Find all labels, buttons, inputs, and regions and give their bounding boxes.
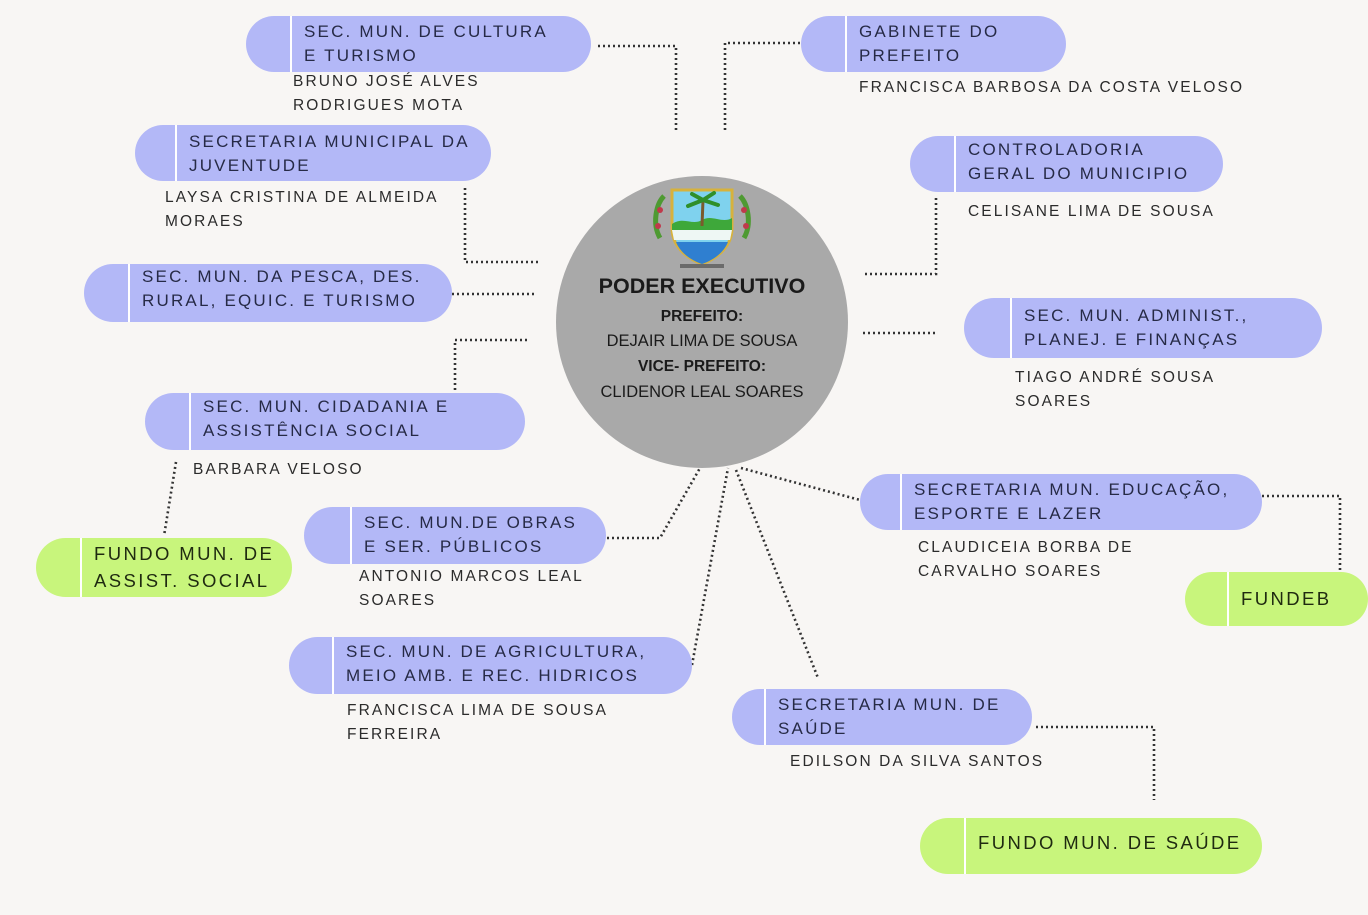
pill-label: SECRETARIA MUN. DE SAÚDE (778, 695, 1001, 738)
pill-label: SEC. MUN. ADMINIST., PLANEJ. E FINANÇAS (1024, 306, 1249, 349)
pill-secretaria-saude: SECRETARIA MUN. DE SAÚDE (732, 689, 1032, 745)
pill-secretaria-agricultura-meio-ambiente: SEC. MUN. DE AGRICULTURA, MEIO AMB. E RE… (289, 637, 692, 694)
head-secretaria-juventude: LAYSA CRISTINA DE ALMEIDA MORAES (165, 189, 439, 230)
vice-mayor-label: VICE- PREFEITO: (637, 358, 767, 375)
municipal-coat-of-arms-icon (653, 188, 751, 268)
head-secretaria-cidadania-assistencia: BARBARA VELOSO (193, 461, 364, 478)
pill-label: SEC. MUN.DE OBRAS E SER. PÚBLICOS (364, 513, 578, 556)
connector-juventude (463, 188, 540, 264)
head-secretaria-saude: EDILSON DA SILVA SANTOS (790, 753, 1045, 770)
pill-secretaria-juventude: SECRETARIA MUNICIPAL DA JUVENTUDE (135, 125, 491, 181)
pill-label: GABINETE DO PREFEITO (859, 22, 1000, 65)
pill-secretaria-cidadania-assistencia: SEC. MUN. CIDADANIA E ASSISTÊNCIA SOCIAL (145, 393, 525, 450)
pill-secretaria-pesca-rural: SEC. MUN. DA PESCA, DES. RURAL, EQUIC. E… (84, 264, 452, 322)
pill-secretaria-educacao-esporte: SECRETARIA MUN. EDUCAÇÃO, ESPORTE E LAZE… (860, 474, 1262, 530)
pill-fundo-assistencia-social: FUNDO MUN. DE ASSIST. SOCIAL (36, 538, 292, 597)
pill-label: FUNDEB (1241, 588, 1332, 609)
connector-saude (734, 469, 820, 679)
vice-mayor-name: CLIDENOR LEAL SOARES (600, 383, 804, 401)
pill-fundo-saude: FUNDO MUN. DE SAÚDE (920, 818, 1262, 874)
pill-label: SEC. MUN. DE CULTURA E TURISMO (304, 22, 548, 65)
pill-secretaria-cultura-turismo: SEC. MUN. DE CULTURA E TURISMO (246, 16, 591, 72)
pill-label: FUNDO MUN. DE ASSIST. SOCIAL (94, 543, 275, 591)
center-title: PODER EXECUTIVO (598, 274, 806, 298)
head-secretaria-obras-servicos: ANTONIO MARCOS LEAL SOARES (359, 568, 584, 609)
head-secretaria-cultura-turismo: BRUNO JOSÉ ALVES RODRIGUES MOTA (293, 73, 480, 114)
mayor-name: DEJAIR LIMA DE SOUSA (606, 332, 798, 350)
pill-label: SECRETARIA MUNICIPAL DA JUVENTUDE (189, 132, 470, 175)
connector-obras (607, 467, 702, 540)
connector-educacao (740, 466, 861, 502)
pill-gabinete-prefeito: GABINETE DO PREFEITO (801, 16, 1066, 72)
pill-controladoria-geral: CONTROLADORIA GERAL DO MUNICIPIO (910, 136, 1223, 192)
head-secretaria-agricultura-meio-ambiente: FRANCISCA LIMA DE SOUSA FERREIRA (347, 702, 609, 743)
head-secretaria-administracao-financas: TIAGO ANDRÉ SOUSA SOARES (1015, 369, 1216, 410)
pill-label: SEC. MUN. DE AGRICULTURA, MEIO AMB. E RE… (346, 642, 647, 685)
connector-fundeb (1262, 494, 1342, 570)
connector-gabinete (723, 41, 800, 132)
pill-label: FUNDO MUN. DE SAÚDE (978, 832, 1242, 853)
head-secretaria-educacao-esporte: CLAUDICEIA BORBA DE CARVALHO SOARES (918, 539, 1134, 580)
pill-fundeb: FUNDEB (1185, 572, 1368, 626)
connector-assist-fund (162, 461, 178, 537)
connector-agricultura (690, 467, 730, 666)
pill-label: SECRETARIA MUN. EDUCAÇÃO, ESPORTE E LAZE… (914, 480, 1230, 523)
connector-cultura (598, 44, 678, 133)
mayor-label: PREFEITO: (660, 308, 744, 325)
connector-controladoria (863, 198, 938, 276)
pill-secretaria-administracao-financas: SEC. MUN. ADMINIST., PLANEJ. E FINANÇAS (964, 298, 1322, 358)
connector-saude-fund (1036, 725, 1156, 800)
connector-cidadania (453, 338, 528, 395)
pill-label: SEC. MUN. DA PESCA, DES. RURAL, EQUIC. E… (142, 267, 422, 310)
head-controladoria-geral: CELISANE LIMA DE SOUSA (968, 203, 1215, 220)
pill-label: SEC. MUN. CIDADANIA E ASSISTÊNCIA SOCIAL (203, 397, 450, 440)
pill-secretaria-obras-servicos: SEC. MUN.DE OBRAS E SER. PÚBLICOS (304, 507, 606, 564)
pill-label: CONTROLADORIA GERAL DO MUNICIPIO (968, 140, 1190, 183)
head-gabinete-prefeito: FRANCISCA BARBOSA DA COSTA VELOSO (859, 79, 1245, 96)
